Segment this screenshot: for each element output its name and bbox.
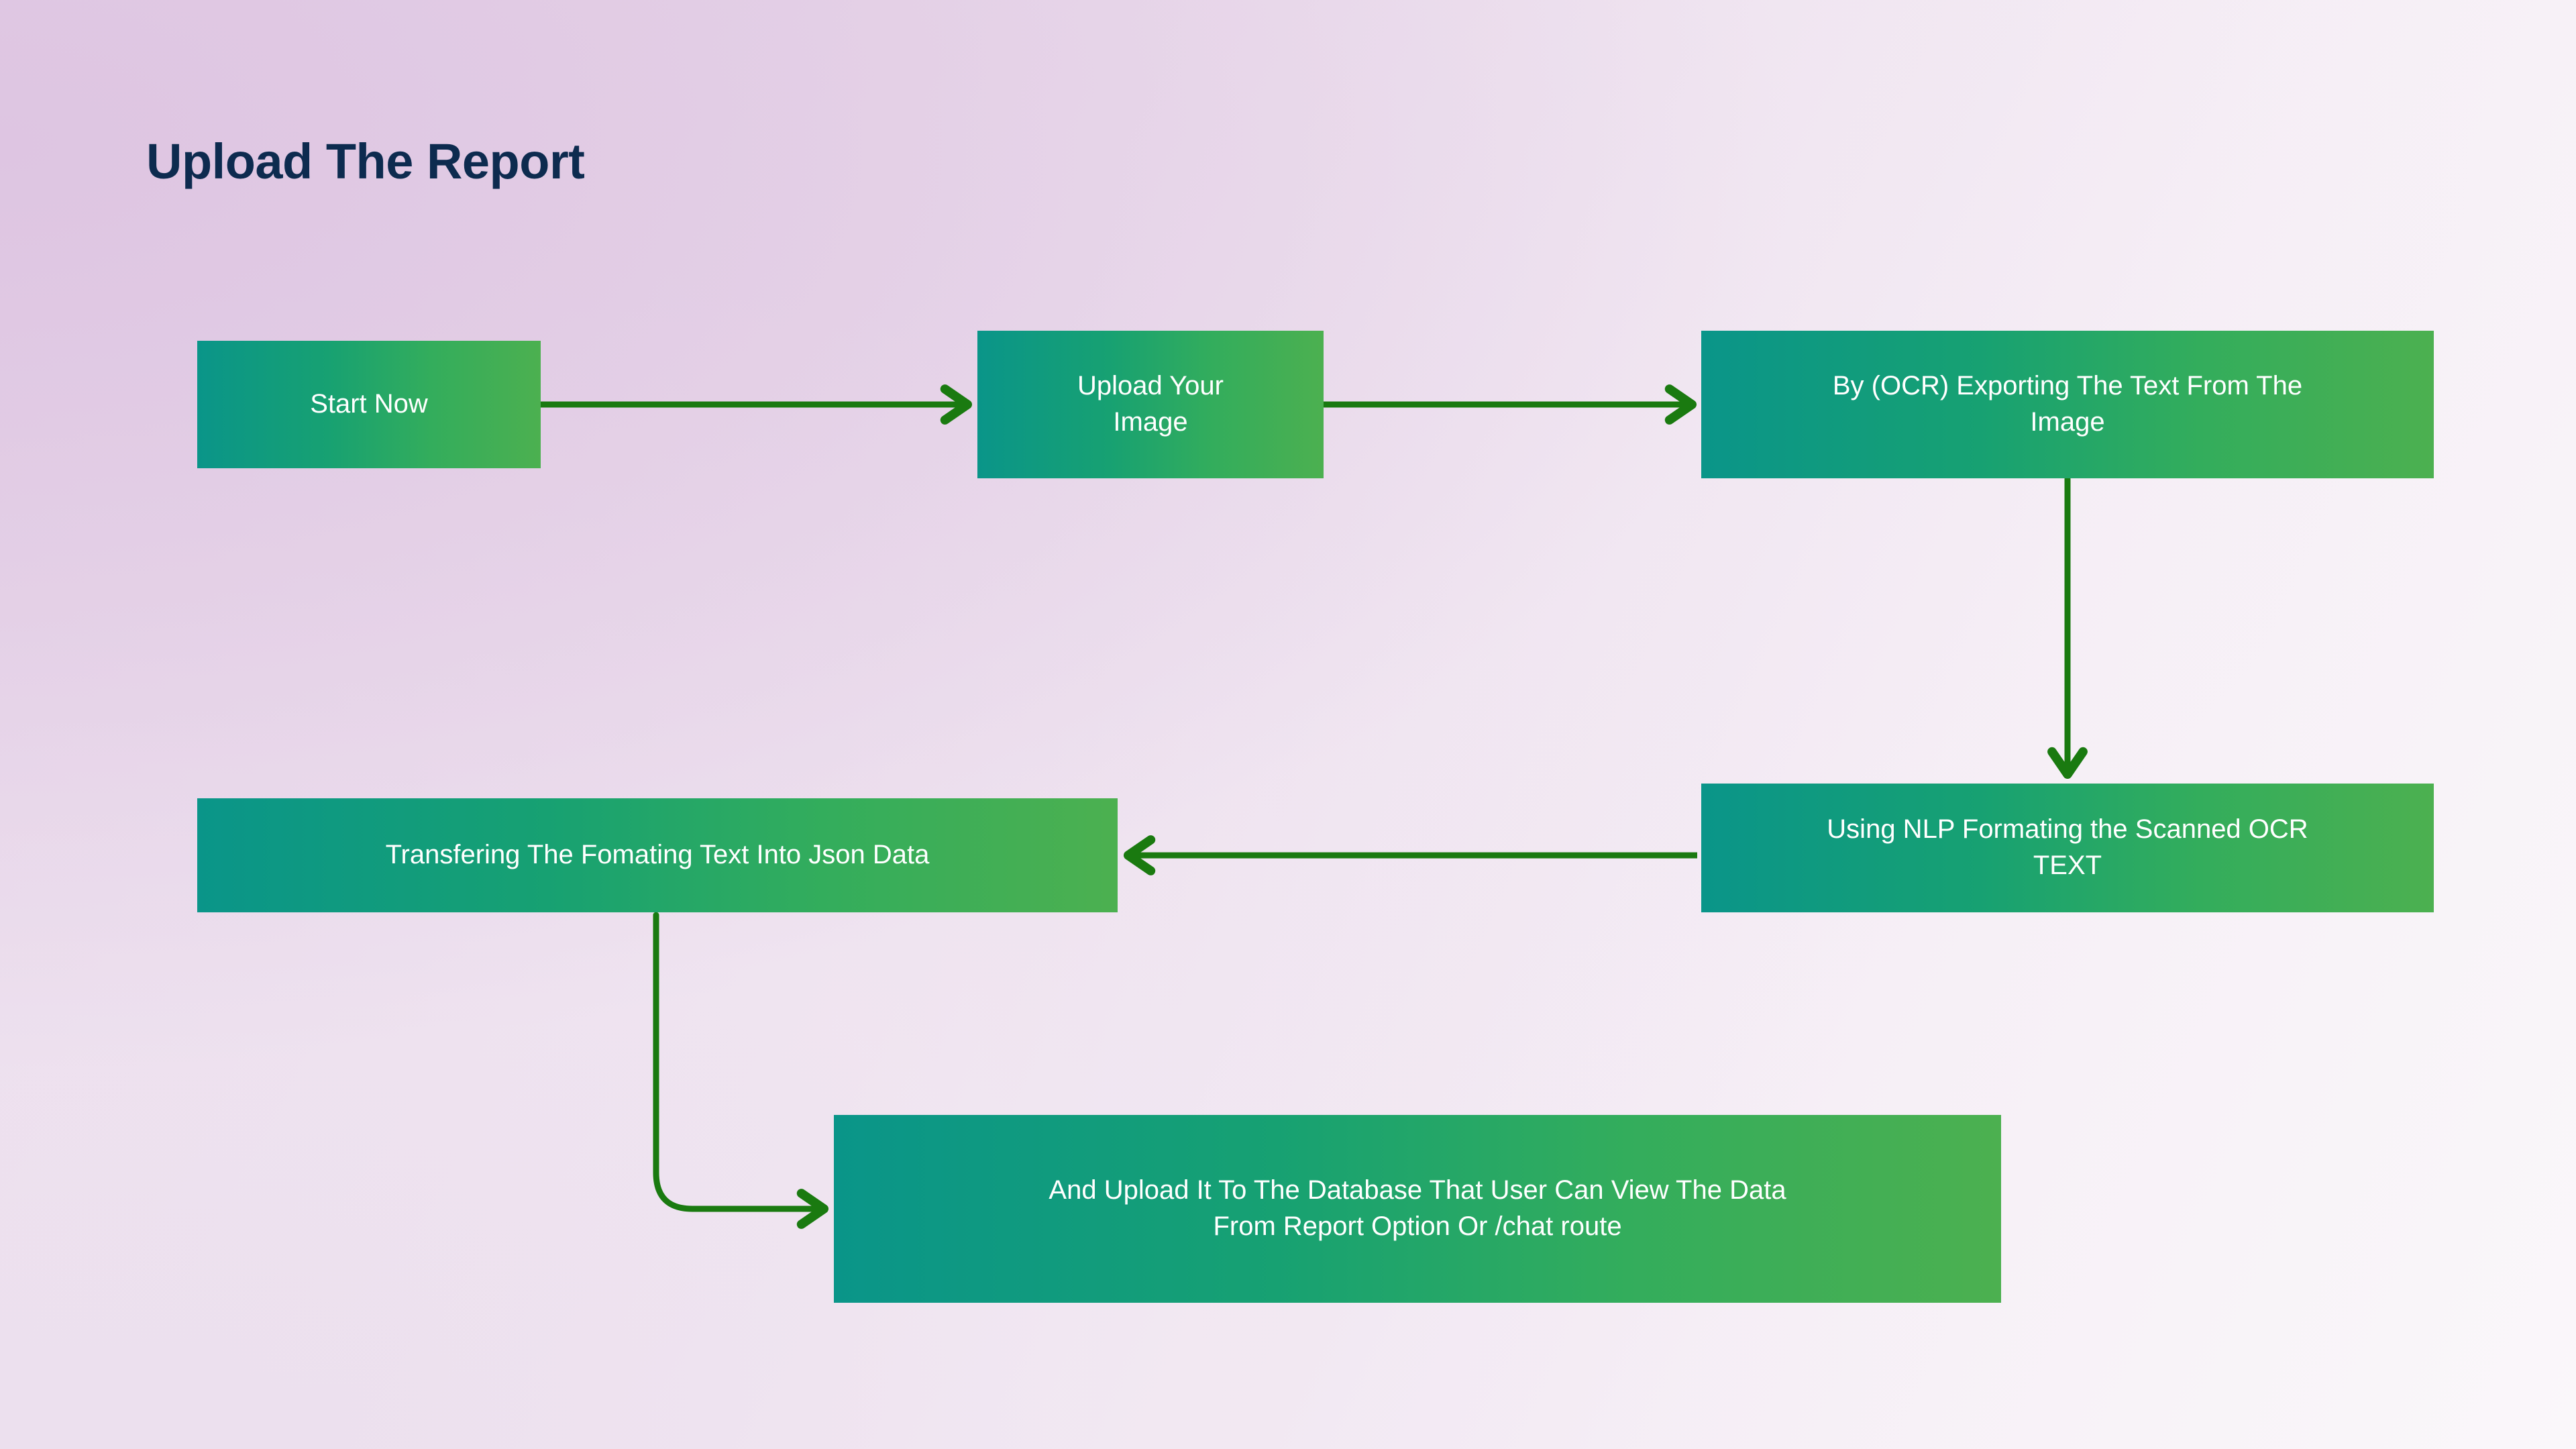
flow-node-upload-database-label: And Upload It To The Database That User … xyxy=(1049,1175,1786,1241)
flow-node-transfer-json-label: Transfering The Fomating Text Into Json … xyxy=(385,840,930,870)
flow-node-start[interactable]: Start Now xyxy=(197,341,541,468)
flow-node-upload-image-label: Upload Your Image xyxy=(1077,371,1224,437)
flow-node-transfer-json[interactable]: Transfering The Fomating Text Into Json … xyxy=(197,798,1118,912)
flow-node-start-label: Start Now xyxy=(310,389,428,419)
flow-node-upload-database[interactable]: And Upload It To The Database That User … xyxy=(834,1115,2001,1303)
page-title: Upload The Report xyxy=(146,133,585,189)
flow-node-ocr-export[interactable]: By (OCR) Exporting The Text From The Ima… xyxy=(1701,331,2434,478)
flow-node-nlp-format-label: Using NLP Formating the Scanned OCR TEXT xyxy=(1827,814,2308,880)
flow-node-nlp-format[interactable]: Using NLP Formating the Scanned OCR TEXT xyxy=(1701,784,2434,912)
edge-transfer-to-database xyxy=(653,912,829,1229)
flow-node-upload-image[interactable]: Upload Your Image xyxy=(977,331,1324,478)
flow-node-ocr-export-label: By (OCR) Exporting The Text From The Ima… xyxy=(1832,371,2303,437)
